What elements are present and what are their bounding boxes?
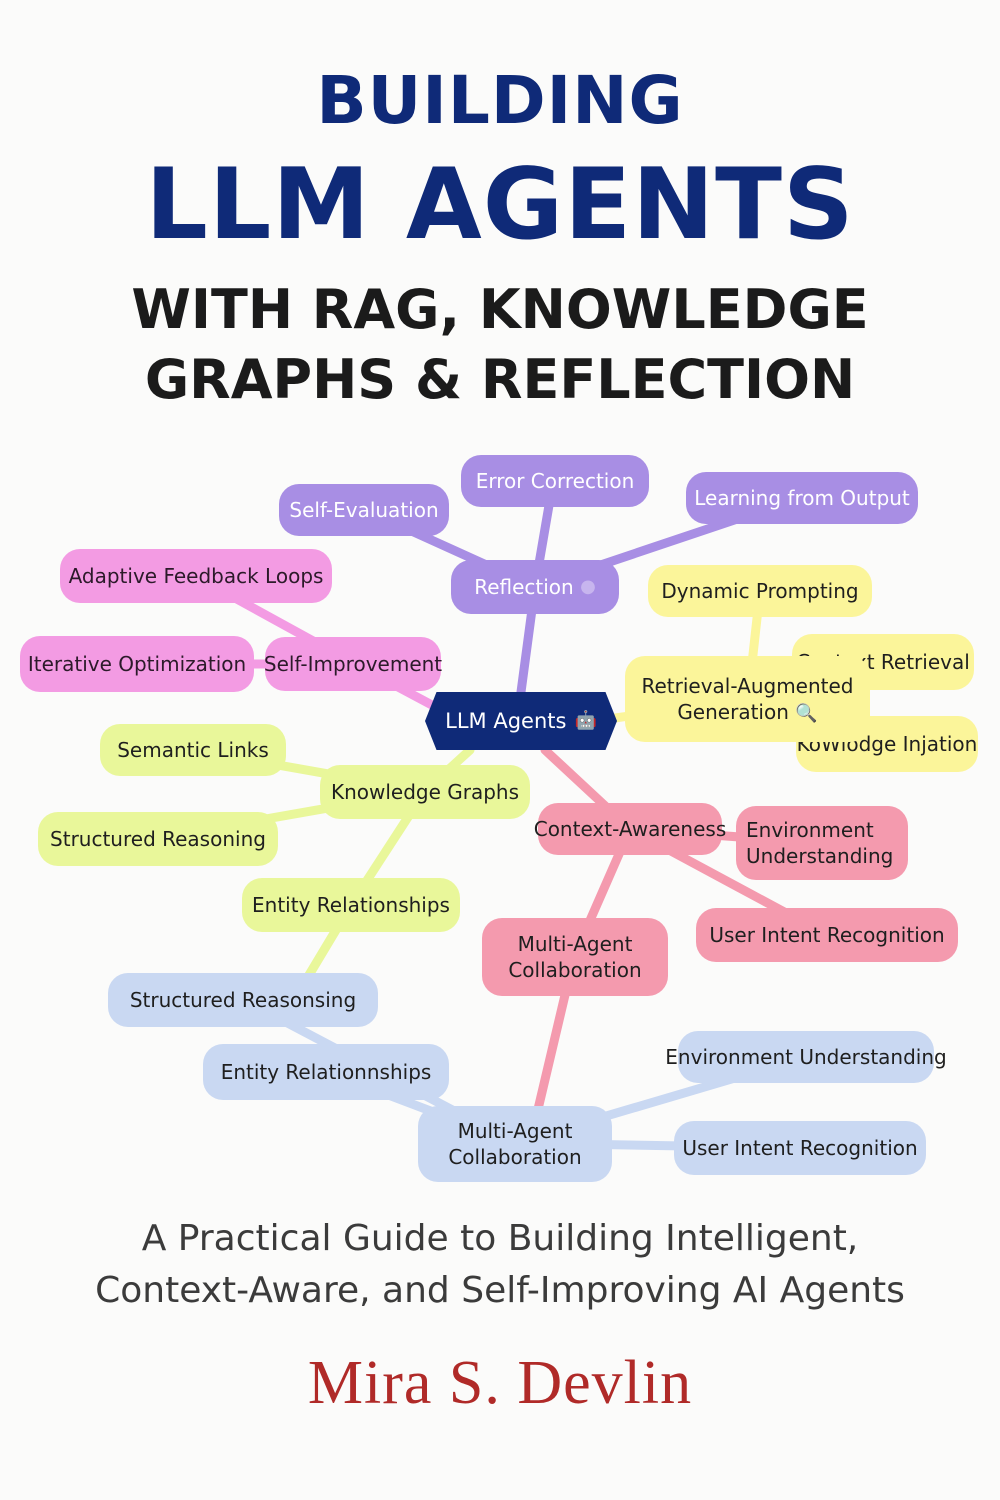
node-semantic-links: Semantic Links [100, 724, 286, 776]
node-reflection: Reflection ● [451, 560, 619, 614]
subtitle-line-2: Context-Aware, and Self-Improving AI Age… [95, 1270, 905, 1311]
node-user-intent-recognition-blue: User Intent Recognition [674, 1121, 926, 1175]
title-llm-agents: LLM AGENTS [145, 148, 855, 262]
node-entity-relationships: Entity Relationships [242, 878, 460, 932]
node-knowledge-graphs: Knowledge Graphs [320, 765, 530, 819]
node-llm-agents: LLM Agents 🤖 [425, 692, 617, 750]
subtitle-line-1: A Practical Guide to Building Intelligen… [141, 1218, 859, 1259]
node-learning-from-output: Learning from Output [686, 472, 918, 524]
node-multi-agent-collaboration-blue: Multi-Agent Collaboration [418, 1106, 612, 1182]
robot-icon: 🤖 [574, 710, 597, 731]
node-multi-agent-collaboration: Multi-Agent Collaboration [482, 918, 668, 996]
node-structured-reasonsing: Structured Reasonsing [108, 973, 378, 1027]
node-self-evaluation: Self-Evaluation [279, 484, 449, 536]
node-environment-understanding-blue: Environment Understanding [665, 1031, 947, 1083]
node-structured-reasoning: Structured Reasoning [38, 812, 278, 866]
node-context-awareness: Context-Awareness [534, 803, 726, 855]
title-building: BUILDING [316, 62, 684, 139]
node-adaptive-feedback-loops: Adaptive Feedback Loops [60, 549, 332, 603]
magnifier-icon: 🔍 [795, 703, 818, 724]
title-with-rag: WITH RAG, KNOWLEDGE [131, 278, 869, 341]
node-user-intent-recognition: User Intent Recognition [696, 908, 958, 962]
node-rag: Retrieval-Augmented Generation 🔍 [625, 656, 870, 742]
bubble-icon: ● [580, 576, 596, 597]
node-error-correction: Error Correction [461, 455, 649, 507]
author-name: Mira S. Devlin [307, 1349, 693, 1417]
node-environment-understanding: Environment Understanding [736, 806, 908, 880]
node-entity-relationnships: Entity Relationnships [203, 1044, 449, 1100]
node-iterative-optimization: Iterative Optimization [20, 636, 254, 692]
node-dynamic-prompting: Dynamic Prompting [648, 565, 872, 617]
title-graphs-reflection: GRAPHS & REFLECTION [144, 348, 856, 411]
node-self-improvement: Self-Improvement [264, 637, 442, 691]
